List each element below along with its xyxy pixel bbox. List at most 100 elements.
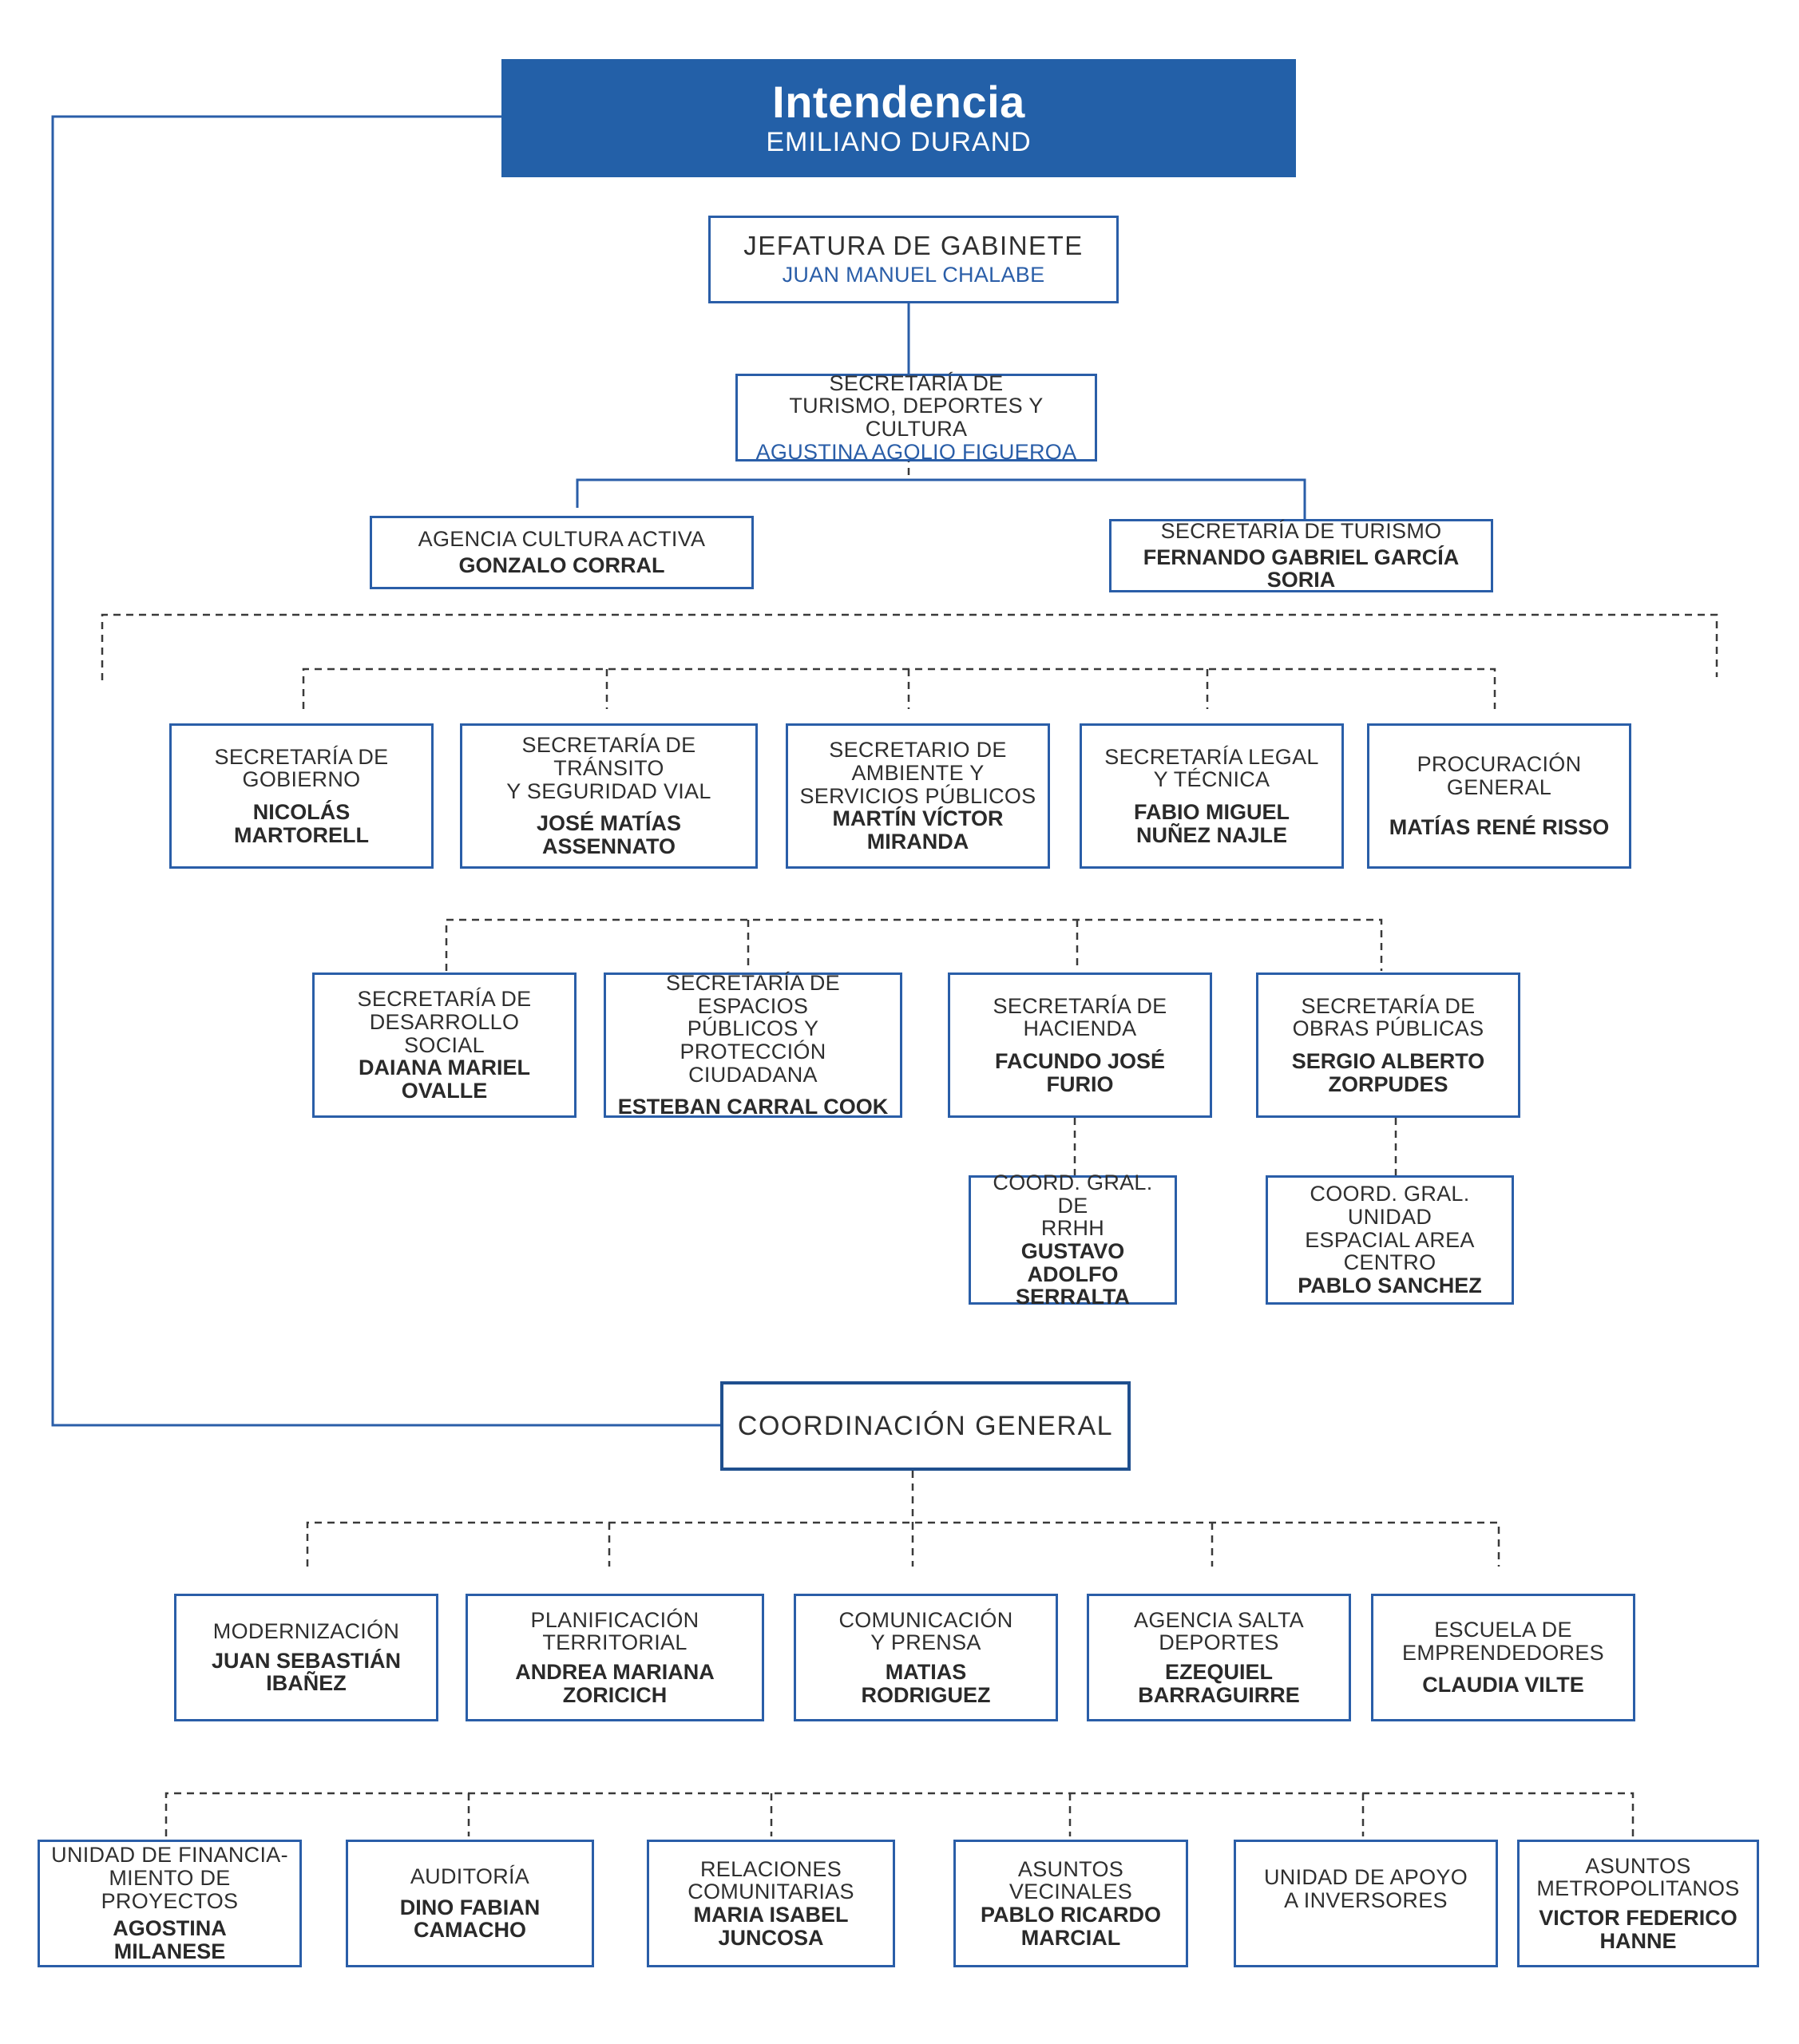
box-title: PÚBLICOS Y PROTECCIÓN <box>680 1016 826 1064</box>
box-name: PABLO RICARDO <box>981 1903 1161 1927</box>
box-title: GENERAL <box>1446 774 1552 799</box>
box-name: JUAN SEBASTIÁN <box>211 1648 402 1673</box>
sec-obras-box: SECRETARÍA DE OBRAS PÚBLICAS SERGIO ALBE… <box>1256 972 1520 1118</box>
intendencia-box: Intendencia EMILIANO DURAND <box>501 59 1296 177</box>
modernizacion-box: MODERNIZACIÓN JUAN SEBASTIÁN IBAÑEZ <box>174 1594 438 1721</box>
box-name: MARTÍN VÍCTOR <box>832 806 1004 831</box>
box-title: AGENCIA SALTA <box>1134 1607 1304 1632</box>
box-name: FURIO <box>1046 1072 1114 1096</box>
agencia-cultura-title: AGENCIA CULTURA ACTIVA <box>418 527 706 552</box>
box-name: DINO FABIAN <box>399 1895 541 1919</box>
box-title: SECRETARÍA DE <box>214 744 389 769</box>
box-title: SECRETARÍA DE <box>357 987 532 1012</box>
box-name: ZORPUDES <box>1328 1072 1448 1096</box>
agencia-cultura-name: GONZALO CORRAL <box>458 553 665 577</box>
coord-centro-box: COORD. GRAL. UNIDAD ESPACIAL AREA CENTRO… <box>1266 1175 1514 1305</box>
box-name: GUSTAVO ADOLFO <box>1020 1239 1125 1286</box>
box-title: SECRETARÍA DE <box>1301 993 1476 1018</box>
escuela-box: ESCUELA DE EMPRENDEDORES CLAUDIA VILTE <box>1371 1594 1635 1721</box>
box-name: NUÑEZ NAJLE <box>1135 822 1287 847</box>
box-title: ESPACIAL AREA <box>1305 1227 1475 1252</box>
box-name: CLAUDIA VILTE <box>1422 1673 1584 1697</box>
box-name: FACUNDO JOSÉ <box>994 1049 1166 1073</box>
box-name: MARTORELL <box>234 822 369 847</box>
box-title: OBRAS PÚBLICAS <box>1292 1016 1484 1041</box>
box-title: MIENTO DE PROYECTOS <box>101 1866 239 1913</box>
box-title: Y SEGURIDAD VIAL <box>506 778 711 803</box>
intendencia-to-coordinacion-line <box>51 115 720 1427</box>
sec-turismo-deportes-title-2: TURISMO, DEPORTES Y CULTURA <box>789 394 1044 441</box>
box-name: RODRIGUEZ <box>861 1682 991 1707</box>
box-title: ASUNTOS <box>1585 1853 1691 1878</box>
box-name: MARCIAL <box>1020 1925 1121 1950</box>
box-title: SOCIAL <box>404 1032 485 1057</box>
box-name: CAMACHO <box>414 1918 526 1943</box>
box-name: JOSÉ MATÍAS <box>536 811 682 836</box>
box-title: EMPRENDEDORES <box>1402 1640 1604 1665</box>
box-name: OVALLE <box>401 1078 488 1103</box>
box-title: PROCURACIÓN <box>1417 752 1582 777</box>
coordinacion-general-box: COORDINACIÓN GENERAL <box>720 1381 1131 1471</box>
box-title: GOBIERNO <box>242 767 361 792</box>
box-title: COMUNITARIAS <box>688 1880 854 1904</box>
box-name: MATÍAS RENÉ RISSO <box>1389 815 1610 840</box>
intendencia-title: Intendencia <box>772 76 1025 127</box>
box-title: SECRETARÍA LEGAL <box>1104 744 1319 769</box>
agencia-cultura-box: AGENCIA CULTURA ACTIVA GONZALO CORRAL <box>370 516 754 589</box>
box-name: MATIAS <box>885 1660 967 1684</box>
box-title: RRHH <box>1040 1216 1105 1241</box>
row2-dotted-bracket <box>445 918 1383 971</box>
box-name: SERGIO ALBERTO <box>1291 1049 1485 1073</box>
box-name: ZORICICH <box>562 1682 668 1707</box>
sec-turismo-deportes-name: AGUSTINA AGOLIO FIGUEROA <box>755 439 1077 464</box>
procuracion-box: PROCURACIÓN GENERAL MATÍAS RENÉ RISSO <box>1367 723 1631 869</box>
jefatura-box: JEFATURA DE GABINETE JUAN MANUEL CHALABE <box>708 216 1119 303</box>
box-name: NICOLÁS <box>252 800 351 824</box>
box-name: VICTOR FEDERICO <box>1539 1906 1738 1930</box>
jefatura-title: JEFATURA DE GABINETE <box>743 231 1084 261</box>
agencia-deportes-box: AGENCIA SALTA DEPORTES EZEQUIEL BARRAGUI… <box>1087 1594 1351 1721</box>
box-title: METROPOLITANOS <box>1536 1876 1740 1901</box>
auditoria-box: AUDITORÍA DINO FABIAN CAMACHO <box>346 1840 594 1967</box>
box-title: CIUDADANA <box>688 1062 818 1087</box>
box-name: IBAÑEZ <box>266 1671 347 1696</box>
planificacion-box: PLANIFICACIÓN TERRITORIAL ANDREA MARIANA… <box>466 1594 764 1721</box>
box-name: PABLO SANCHEZ <box>1298 1273 1482 1297</box>
box-title: SERVICIOS PÚBLICOS <box>799 783 1036 808</box>
box-title: TERRITORIAL <box>542 1630 688 1655</box>
box-name: MARIA ISABEL <box>693 1903 849 1927</box>
sec-hacienda-box: SECRETARÍA DE HACIENDA FACUNDO JOSÉ FURI… <box>948 972 1212 1118</box>
asuntos-vecinales-box: ASUNTOS VECINALES PABLO RICARDO MARCIAL <box>953 1840 1188 1967</box>
box-title: COORD. GRAL. UNIDAD <box>1310 1182 1470 1230</box>
box-name: SERRALTA <box>1016 1285 1130 1309</box>
box-title: VECINALES <box>1008 1880 1133 1904</box>
sec-turismo-deportes-title-1: SECRETARÍA DE <box>829 370 1004 395</box>
box-name: MILANESE <box>113 1939 226 1963</box>
box-title: UNIDAD DE APOYO <box>1263 1865 1468 1889</box>
sec-turismo-box: SECRETARÍA DE TURISMO FERNANDO GABRIEL G… <box>1109 519 1493 592</box>
box-name: EZEQUIEL <box>1164 1660 1273 1684</box>
box-name: BARRAGUIRRE <box>1138 1682 1300 1707</box>
coordinacion-general-title: COORDINACIÓN GENERAL <box>737 1410 1114 1441</box>
comunicacion-box: COMUNICACIÓN Y PRENSA MATIAS RODRIGUEZ <box>794 1594 1058 1721</box>
row3-dotted-bracket <box>306 1521 1500 1567</box>
box-title: Y TÉCNICA <box>1153 767 1270 792</box>
sec-gobierno-box: SECRETARÍA DE GOBIERNO NICOLÁS MARTORELL <box>169 723 434 869</box>
box-title: MODERNIZACIÓN <box>212 1619 400 1644</box>
box-title: CENTRO <box>1343 1250 1436 1275</box>
sec-transito-box: SECRETARÍA DE TRÁNSITO Y SEGURIDAD VIAL … <box>460 723 758 869</box>
box-title: PLANIFICACIÓN <box>530 1607 699 1632</box>
box-title: AUDITORÍA <box>410 1864 530 1889</box>
box-title: Y PRENSA <box>870 1630 981 1655</box>
box-name: AGOSTINA <box>113 1916 227 1941</box>
box-name: DAIANA MARIEL <box>359 1056 530 1080</box>
box-name: ESTEBAN CARRAL COOK <box>617 1095 889 1119</box>
box-name: FABIO MIGUEL <box>1134 800 1290 824</box>
sec-ambiente-box: SECRETARIO DE AMBIENTE Y SERVICIOS PÚBLI… <box>786 723 1050 869</box>
intendencia-name: EMILIANO DURAND <box>766 127 1032 158</box>
box-name: MIRANDA <box>866 829 969 854</box>
coord-rrhh-box: COORD. GRAL. DE RRHH GUSTAVO ADOLFO SERR… <box>969 1171 1177 1308</box>
box-title: ESCUELA DE <box>1434 1618 1572 1642</box>
box-name: ASSENNATO <box>541 834 676 858</box>
